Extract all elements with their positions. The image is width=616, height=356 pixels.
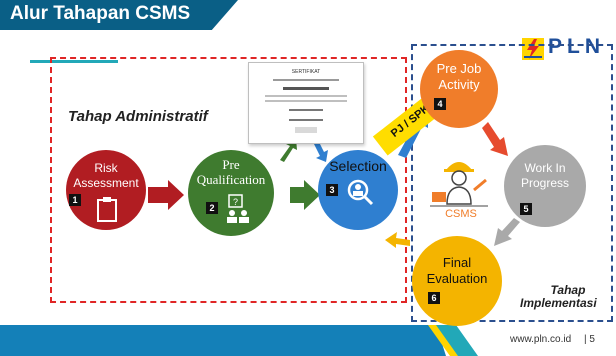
implementation-section-box	[411, 44, 613, 322]
step-4-label-line2: Activity	[438, 77, 480, 92]
certificate-title: SERTIFIKAT	[291, 69, 321, 75]
step-final-evaluation: Final Evaluation 6	[412, 236, 502, 326]
step-4-label-line1: Pre Job	[436, 61, 482, 76]
pln-logo-text: PLN	[548, 35, 605, 58]
step-6-label-line2: Evaluation	[426, 271, 488, 286]
step-6-label-line1: Final	[442, 255, 472, 270]
search-people-icon	[347, 179, 374, 206]
worker-icon	[430, 162, 488, 207]
page-title: Alur Tahapan CSMS	[10, 3, 191, 24]
clipboard-icon	[97, 197, 117, 222]
step-6-number: 6	[428, 292, 440, 304]
step-1-label-line2: Assessment	[73, 176, 139, 190]
certificate-image: SERTIFIKAT	[248, 62, 364, 144]
svg-text:?: ?	[233, 197, 238, 207]
step-4-number: 4	[434, 98, 446, 110]
step-selection: Selection 3	[318, 150, 398, 230]
step-2-label-line2: Qualification	[196, 172, 266, 187]
step-5-label-line1: Work In	[524, 161, 566, 175]
step-pre-qualification: Pre Qualification 2 ?	[188, 150, 274, 236]
implementation-label-line2: Implementasi	[520, 296, 597, 310]
pln-logo-icon	[522, 38, 544, 60]
footer-page-number: | 5	[584, 334, 595, 345]
implementation-label-line1: Tahap	[550, 283, 586, 297]
step-pre-job-activity: Pre Job Activity 4	[420, 50, 498, 128]
administrative-section-box	[50, 57, 407, 303]
step-2-number: 2	[206, 202, 218, 214]
title-underline	[30, 60, 118, 63]
step-3-label: Selection	[329, 158, 387, 174]
step-3-number: 3	[326, 184, 338, 196]
step-1-label-line1: Risk	[94, 161, 118, 175]
certificate-text-lines	[265, 79, 347, 133]
step-1-number: 1	[69, 194, 81, 206]
step-5-label-line2: Progress	[520, 176, 570, 190]
csms-label: CSMS	[445, 208, 477, 220]
step-5-number: 5	[520, 203, 532, 215]
title-bar	[0, 0, 238, 30]
step-2-label-line1: Pre	[222, 157, 240, 172]
question-people-icon: ?	[227, 194, 249, 223]
administrative-label: Tahap Administratif	[68, 108, 208, 125]
step-risk-assessment: Risk Assessment 1	[66, 150, 146, 230]
footer-url: www.pln.co.id	[510, 334, 572, 345]
step-work-in-progress: Work In Progress 5	[504, 145, 586, 227]
